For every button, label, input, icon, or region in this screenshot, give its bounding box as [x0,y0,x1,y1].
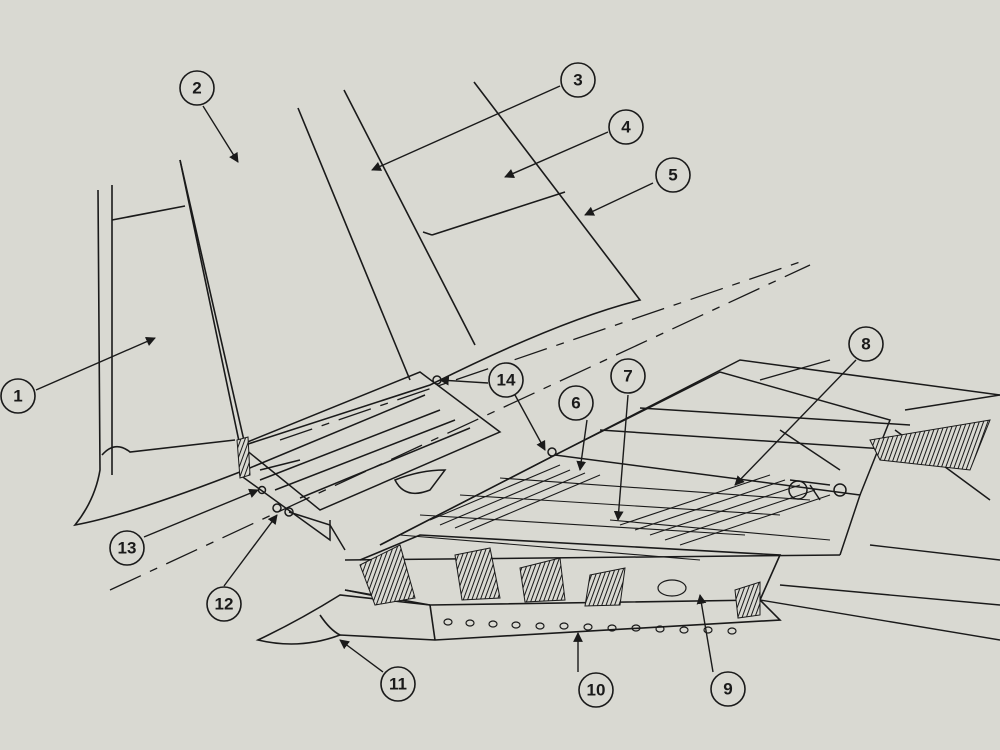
callout-2: 2 [179,70,215,106]
callout-8: 8 [848,326,884,362]
callout-1: 1 [0,378,36,414]
callout-9: 9 [710,671,746,707]
callout-2-label: 2 [192,79,201,98]
callout-14: 14 [488,362,524,398]
callout-5: 5 [655,157,691,193]
hatched-rib-webs [236,419,991,619]
callout-3: 3 [560,62,596,98]
front-spar [255,534,782,645]
callout-4-label: 4 [621,118,631,137]
vertical-fin [73,159,246,527]
upper-panels [179,81,642,446]
rib-lattice [399,464,831,561]
callout-12: 12 [206,586,242,622]
callout-3-label: 3 [573,71,582,90]
hinge-assembly [238,371,557,551]
leader-lines [35,85,857,673]
callout-12-label: 12 [215,595,234,614]
callout-10-label: 10 [587,681,606,700]
callout-11-label: 11 [389,675,407,694]
callout-5-label: 5 [668,166,677,185]
callout-9-label: 9 [723,680,732,699]
callout-7: 7 [610,358,646,394]
callout-11: 11 [380,666,416,702]
callout-1-label: 1 [13,387,22,406]
callout-10: 10 [578,672,614,708]
callout-8-label: 8 [861,335,870,354]
spar-holes [443,579,737,635]
callout-13: 13 [109,530,145,566]
callout-4: 4 [608,109,644,145]
centerline [109,261,811,591]
callout-13-label: 13 [118,539,137,558]
skin-lines [759,359,1000,641]
wing-box [344,359,1000,601]
callouts: 1 2 3 4 5 6 7 [0,62,884,708]
callout-14-label: 14 [497,371,516,390]
callout-6: 6 [558,385,594,421]
callout-6-label: 6 [571,394,580,413]
callout-7-label: 7 [623,367,632,386]
